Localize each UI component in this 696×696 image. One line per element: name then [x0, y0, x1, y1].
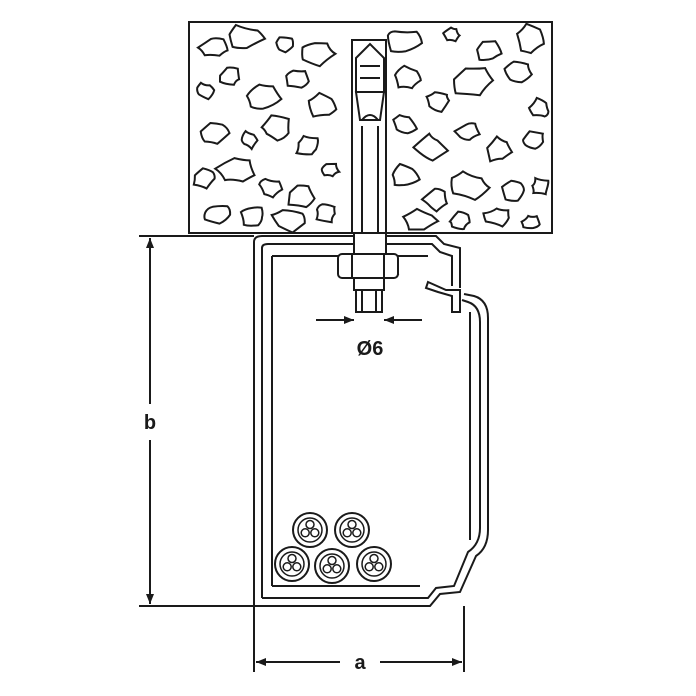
aggregate-stone [420, 187, 449, 213]
aggregate-stone [213, 157, 256, 183]
concrete-aggregate-stones [192, 22, 550, 233]
aggregate-stone [450, 170, 492, 202]
aggregate-stone [391, 162, 421, 187]
aggregate-stone [258, 177, 284, 199]
aggregate-stone [486, 134, 514, 163]
aggregate-stone [260, 114, 290, 142]
aggregate-stone [441, 26, 462, 43]
aggregate-stone [301, 42, 338, 68]
aggregate-stone [425, 91, 451, 113]
aggregate-stone [218, 66, 241, 86]
aggregate-stone [522, 130, 545, 150]
aggregate-stone [285, 69, 310, 89]
aggregate-stone [192, 167, 216, 190]
aggregate-stone [203, 205, 232, 225]
aggregate-stone [245, 83, 283, 110]
aggregate-stone [452, 67, 495, 97]
aggregate-stone [287, 184, 316, 209]
aggregate-stone [199, 121, 231, 145]
anchor-bolt [351, 39, 387, 234]
aggregate-stone [196, 81, 216, 101]
cable [292, 512, 328, 548]
aggregate-stone [393, 64, 422, 90]
width-dimension [253, 606, 465, 672]
aggregate-stone [531, 176, 550, 196]
aggregate-stone [448, 210, 471, 231]
aggregate-stone [476, 40, 503, 61]
aggregate-stone [515, 22, 545, 55]
width-label: a [354, 652, 366, 674]
cable [334, 512, 370, 548]
cable [356, 546, 392, 582]
aggregate-stone [527, 96, 550, 118]
threaded-rod-and-nut [337, 232, 400, 313]
aggregate-stone [452, 122, 482, 141]
aggregate-stone [270, 209, 306, 233]
aggregate-stone [320, 162, 342, 178]
aggregate-stone [386, 30, 424, 53]
aggregate-stone [315, 203, 336, 224]
cable [314, 548, 350, 584]
aggregate-stone [500, 179, 525, 202]
aggregate-stone [196, 37, 229, 57]
aggregate-stone [228, 23, 267, 50]
cable [274, 546, 310, 582]
aggregate-stone [401, 207, 440, 231]
aggregate-stone [307, 91, 338, 118]
aggregate-stone [240, 129, 259, 151]
aggregate-stone [392, 113, 419, 135]
height-dimension [139, 235, 254, 607]
aggregate-stone [294, 134, 319, 156]
rod-diameter-label: Ø6 [357, 338, 384, 360]
cable-bundle [274, 512, 392, 584]
height-label: b [144, 412, 156, 434]
aggregate-stone [275, 36, 295, 54]
aggregate-stone [482, 207, 510, 228]
aggregate-stone [520, 214, 541, 230]
aggregate-stone [411, 132, 450, 162]
aggregate-stone [239, 206, 264, 227]
aggregate-stone [503, 60, 534, 84]
